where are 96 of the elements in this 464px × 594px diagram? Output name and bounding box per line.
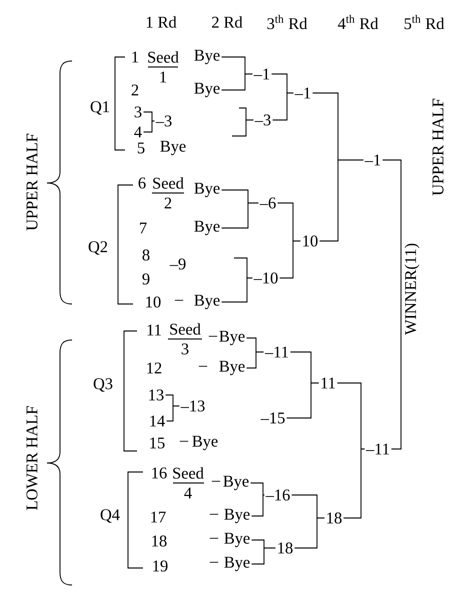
result-number: –10	[254, 272, 278, 284]
bye-label: Bye	[160, 140, 186, 156]
result-number: –3	[254, 114, 271, 126]
entry-number: 14	[150, 416, 165, 426]
bye-label: Bye	[224, 532, 250, 548]
bracket-line	[250, 482, 265, 496]
quarter-label: Q4	[100, 509, 120, 523]
bracket-line	[246, 352, 264, 368]
bye-label: Bye	[194, 50, 220, 64]
bye-label: Bye	[219, 360, 245, 376]
result-number: 18	[278, 542, 293, 554]
bye-label: Bye	[224, 556, 250, 572]
bye-label: Bye	[219, 330, 245, 346]
dash: –	[210, 538, 218, 539]
bracket-line	[279, 240, 301, 278]
dash: –	[180, 440, 188, 442]
result-number: –13	[180, 400, 205, 412]
seed-number: 3	[182, 344, 188, 354]
entry-number: 6	[138, 178, 146, 188]
entry-number: 9	[142, 274, 150, 284]
entry-number: 15	[150, 438, 165, 448]
round-header: 5$^{th}$ Rd	[404, 14, 444, 30]
entry-number: 8	[142, 249, 150, 261]
result-number: –11	[366, 444, 389, 454]
bracket-line	[232, 120, 254, 136]
seed-number: 2	[164, 198, 172, 208]
entry-number: 18	[152, 535, 167, 546]
dash: –	[174, 300, 184, 301]
half-label: UPPER HALF	[432, 98, 444, 196]
entry-number: 11	[148, 324, 161, 336]
round-header: 2 Rd	[212, 16, 242, 28]
bracket-line	[221, 74, 253, 90]
result-number: –15	[260, 412, 285, 424]
half-label: UPPER HALF	[26, 134, 38, 230]
bracket-line	[382, 160, 402, 450]
entry-number: 17	[151, 512, 166, 522]
bracket-line	[272, 92, 294, 120]
result-number: 18	[327, 512, 342, 524]
entry-number: 2	[132, 84, 138, 96]
bracket-line	[251, 548, 276, 564]
dash: –	[208, 336, 218, 337]
bracket-line	[143, 120, 155, 132]
result-number: 10	[303, 235, 318, 247]
half-label: LOWER HALF	[26, 406, 38, 510]
seed-number: 4	[184, 488, 192, 498]
result-number: –1	[254, 68, 270, 80]
bye-label: Bye	[192, 436, 218, 450]
quarter-label: Q3	[94, 378, 112, 392]
bracket-line	[221, 278, 253, 302]
dash: –	[212, 480, 220, 482]
seed-label: Seed	[170, 323, 201, 335]
bye-label: Bye	[224, 508, 250, 524]
result-number: –16	[266, 490, 290, 500]
entry-number: 1	[132, 52, 138, 62]
bye-label: Bye	[194, 220, 220, 236]
quarter-label: Q2	[88, 241, 108, 255]
result-number: –1	[294, 88, 310, 98]
seed-number: 1	[160, 72, 166, 82]
bracket-line	[319, 160, 364, 242]
bye-label: Bye	[194, 294, 220, 310]
bracket-line	[343, 448, 366, 518]
entry-number: 3	[134, 106, 142, 118]
bracket-line	[251, 494, 265, 516]
entry-number: 16	[152, 468, 167, 478]
entry-number: 7	[140, 222, 147, 234]
result-number: –9	[170, 258, 186, 270]
result-number: –6	[260, 198, 276, 208]
seed-label: Seed	[153, 177, 184, 189]
quarter-label: Q1	[90, 101, 109, 115]
result-number: –11	[264, 346, 288, 358]
entry-number: 19	[153, 560, 168, 572]
result-number: –1	[364, 154, 380, 166]
bracket-line	[221, 202, 259, 228]
seed-label: Seed	[173, 467, 204, 479]
result-number: –3	[156, 116, 172, 126]
bye-label: Bye	[194, 182, 220, 198]
bye-label: Bye	[194, 82, 220, 98]
round-header: 4$^{th}$ Rd	[338, 14, 378, 30]
bye-label: Bye	[223, 476, 249, 490]
edge-label: WINNER(11)	[404, 242, 420, 336]
entry-number: 4	[134, 126, 142, 138]
entry-number: 10	[146, 296, 161, 308]
entry-number: 5	[138, 142, 144, 154]
bracket-line	[286, 382, 320, 418]
dash: –	[198, 366, 208, 367]
entry-number: 13	[149, 390, 164, 400]
entry-number: 12	[147, 362, 162, 374]
round-header: 3$^{th}$ Rd	[267, 14, 308, 30]
bracket-line	[294, 518, 325, 548]
bracket-line	[143, 112, 155, 122]
round-header: 1 Rd	[146, 16, 176, 28]
dash: –	[210, 562, 218, 563]
bracket-line	[166, 406, 180, 422]
seed-label: Seed	[148, 51, 179, 63]
dash: –	[210, 514, 218, 515]
result-number: 11	[322, 378, 335, 388]
